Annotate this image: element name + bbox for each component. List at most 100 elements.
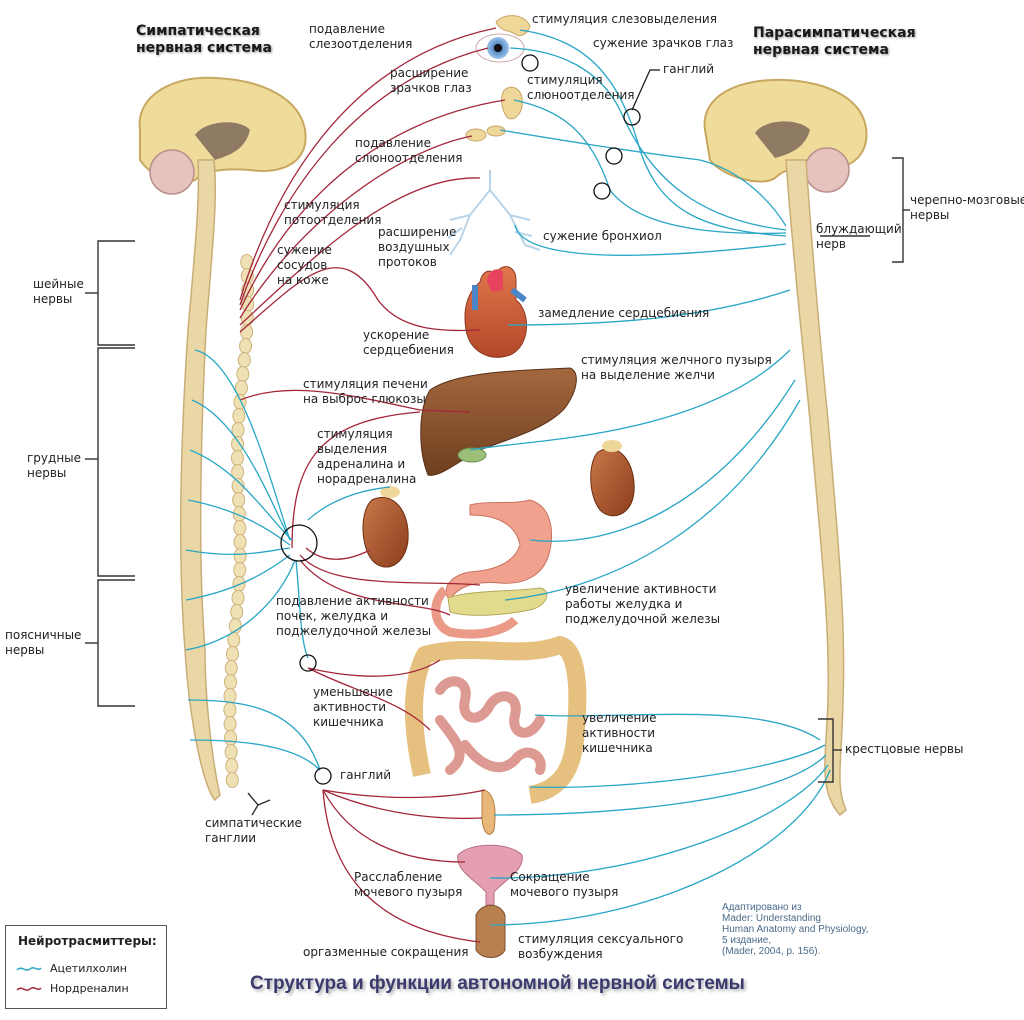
noradrenaline-pathways <box>239 27 506 943</box>
ganglion-eye <box>521 54 539 72</box>
acetylcholine-nerve <box>185 559 296 651</box>
acetylcholine-nerve <box>514 224 787 256</box>
bronchi <box>447 170 541 256</box>
legend-label: Нордреналин <box>50 982 129 995</box>
label-pupil-dilate: расширение зрачков глаз <box>390 66 472 95</box>
chain-ganglion <box>233 562 247 578</box>
label-sweat: стимуляция потоотделения <box>284 198 382 227</box>
acetylcholine-nerve <box>489 769 831 926</box>
spine-brackets <box>85 157 910 816</box>
chain-ganglion <box>231 436 245 452</box>
noradrenaline-nerve <box>299 559 451 616</box>
acetylcholine-nerve <box>489 764 829 879</box>
left-cerebellum <box>149 149 195 195</box>
chain-ganglion <box>233 548 247 564</box>
acetylcholine-nerve <box>191 399 291 541</box>
ganglion-label-bottom: ганглий <box>340 768 392 782</box>
source-credit: Адаптировано из Mader: Understanding Hum… <box>722 902 869 957</box>
label-orgasm: оргазменные сокращения <box>303 945 469 959</box>
ganglion-pointer <box>631 69 660 111</box>
chain-ganglion <box>224 730 238 746</box>
thoracic-bracket <box>97 347 135 577</box>
ganglion-pelvic <box>314 767 332 785</box>
ganglion-sublingual <box>605 147 623 165</box>
label-intestine-inhibit: уменьшение активности кишечника <box>313 685 393 729</box>
noradrenaline-nerve <box>322 789 486 799</box>
noradrenaline-nerve <box>239 47 489 306</box>
acetylcholine-nerve <box>187 699 321 771</box>
acetylcholine-nerve <box>189 739 321 771</box>
ganglion-salivary <box>623 108 641 126</box>
chain-ganglion <box>231 590 245 606</box>
noradrenaline-nerve <box>239 27 497 301</box>
label-bronchi: сужение бронхиол <box>543 229 662 243</box>
noradrenaline-nerve <box>299 554 481 586</box>
rectum <box>481 789 496 835</box>
ganglion-lacrimal <box>593 182 611 200</box>
chain-ganglion <box>225 772 239 788</box>
noradrenaline-nerve <box>322 789 481 943</box>
cervical-nerves-label: шейные нервы <box>33 277 84 306</box>
label-digest-stim: увеличение активности работы желудка и п… <box>565 582 721 626</box>
ganglion-mesenteric <box>299 654 317 672</box>
noradrenaline-nerve <box>239 267 481 333</box>
label-bladder-relax: Расслабление мочевого пузыря <box>354 870 463 899</box>
chain-ganglion <box>232 408 246 424</box>
thoracic-nerves-label: грудные нервы <box>27 451 82 480</box>
right-kidney <box>590 440 635 517</box>
legend: Нейротрасмиттеры: Ацетилхолин Нордренали… <box>5 925 167 1009</box>
liver <box>420 367 577 476</box>
sympathetic-chain <box>223 254 255 788</box>
eye <box>475 33 525 63</box>
acetylcholine-nerve <box>529 744 826 788</box>
chain-ganglion <box>223 716 237 732</box>
acetylcholine-nerve <box>185 547 291 555</box>
legend-label: Ацетилхолин <box>50 962 127 975</box>
chain-ganglion <box>233 520 247 536</box>
label-tear-inhibit: подавление слезоотделения <box>309 22 413 51</box>
label-gallbladder: стимуляция желчного пузыря на выделение … <box>581 353 772 382</box>
noradrenaline-nerve <box>305 547 371 560</box>
chain-ganglion <box>239 338 253 354</box>
legend-title: Нейротрасмиттеры: <box>18 934 157 948</box>
label-saliva-inhibit: подавление слюноотделения <box>355 136 463 165</box>
chain-ganglion <box>233 534 247 550</box>
left-brain <box>138 76 307 195</box>
chain-ganglion <box>224 660 238 676</box>
pancreas <box>447 587 548 616</box>
sympathetic-ganglia-label: симпатические ганглии <box>205 816 302 845</box>
acetylcholine-nerve <box>295 559 309 659</box>
label-intestine-stim: увеличение активности кишечника <box>582 711 657 755</box>
chain-ganglion <box>225 758 239 774</box>
vagus-nerve-label: блуждающий нерв <box>816 222 902 251</box>
acetylcholine-nerve <box>519 29 787 237</box>
heart <box>464 266 528 358</box>
sympathetic-header: Симпатическая нервная система <box>136 23 272 56</box>
label-digest-inhibit: подавление активности почек, желудка и п… <box>276 594 432 638</box>
chain-ganglion <box>236 366 250 382</box>
legend-item-acetylcholine: Ацетилхолин <box>16 962 127 975</box>
acetylcholine-nerve <box>499 129 787 227</box>
label-heart-slow: замедление сердцебиения <box>538 306 710 320</box>
noradrenaline-swatch-icon <box>16 986 42 991</box>
acetylcholine-nerve <box>534 713 821 741</box>
label-sexual: стимуляция сексуального возбуждения <box>518 932 684 961</box>
chain-ganglion <box>230 604 244 620</box>
acetylcholine-nerve <box>493 754 827 816</box>
chain-ganglion <box>223 702 237 718</box>
acetylcholine-nerve <box>504 399 801 601</box>
acetylcholine-swatch-icon <box>16 966 42 971</box>
cervical-bracket <box>97 240 135 346</box>
acetylcholine-nerve <box>185 554 291 601</box>
diagram-title: Структура и функции автономной нервной с… <box>250 973 745 994</box>
chain-ganglion <box>225 646 239 662</box>
left-kidney <box>362 486 409 568</box>
noradrenaline-nerve <box>239 177 481 326</box>
genitals <box>475 904 506 958</box>
acetylcholine-nerve <box>194 349 291 541</box>
urinary-bladder <box>457 844 523 906</box>
noradrenaline-nerve <box>322 789 483 820</box>
label-heart-fast: ускорение сердцебиения <box>363 328 454 357</box>
parasympathetic-header: Парасимпатическая нервная система <box>753 25 916 58</box>
